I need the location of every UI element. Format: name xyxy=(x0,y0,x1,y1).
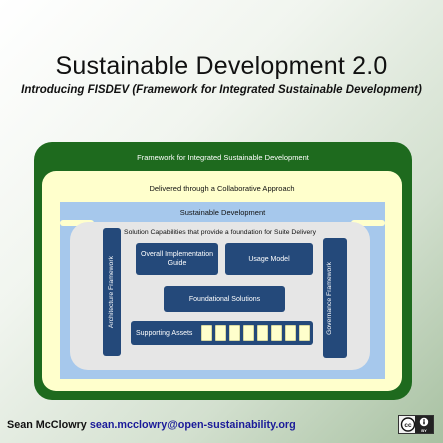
svg-text:cc: cc xyxy=(404,422,412,429)
foundational-solutions-label: Foundational Solutions xyxy=(188,295,261,303)
supporting-asset-box xyxy=(243,325,254,341)
supporting-asset-box xyxy=(299,325,310,341)
layer-tab-right xyxy=(351,220,385,226)
cc-by-license-badge[interactable]: cc BY xyxy=(398,415,434,434)
solution-capabilities-label: Solution Capabilities that provide a fou… xyxy=(124,229,316,236)
layer-tab-left xyxy=(60,220,94,226)
implementation-guide-label: Overall Implementation Guide xyxy=(141,251,213,267)
foundational-solutions-box: Foundational Solutions xyxy=(164,286,285,312)
supporting-asset-box xyxy=(229,325,240,341)
supporting-asset-row xyxy=(201,325,313,341)
framework-label: Framework for Integrated Sustainable Dev… xyxy=(137,153,309,162)
architecture-framework-box: Architecture Framework xyxy=(103,228,121,356)
author-name: Sean McClowry xyxy=(7,419,87,431)
supporting-asset-box xyxy=(271,325,282,341)
governance-framework-label: Governance Framework xyxy=(326,261,333,335)
supporting-assets-box: Supporting Assets xyxy=(131,321,313,345)
supporting-asset-box xyxy=(257,325,268,341)
cc-by-icon: cc BY xyxy=(399,416,433,433)
supporting-asset-box xyxy=(201,325,212,341)
sustainable-development-label: Sustainable Development xyxy=(179,208,266,217)
author-email-link[interactable]: sean.mcclowry@open-sustainability.org xyxy=(89,419,296,431)
supporting-asset-box xyxy=(215,325,226,341)
slide-subtitle: Introducing FISDEV (Framework for Integr… xyxy=(21,84,422,96)
collaborative-approach-label: Delivered through a Collaborative Approa… xyxy=(149,184,295,193)
usage-model-box: Usage Model xyxy=(225,243,313,275)
supporting-assets-label: Supporting Assets xyxy=(136,329,193,337)
usage-model-label: Usage Model xyxy=(248,255,290,263)
cc-by-text: BY xyxy=(421,428,427,433)
slide-title: Sustainable Development 2.0 xyxy=(55,52,388,80)
architecture-framework-label: Architecture Framework xyxy=(108,255,115,329)
governance-framework-box: Governance Framework xyxy=(323,238,347,358)
supporting-asset-box xyxy=(285,325,296,341)
implementation-guide-box: Overall Implementation Guide xyxy=(136,243,218,275)
